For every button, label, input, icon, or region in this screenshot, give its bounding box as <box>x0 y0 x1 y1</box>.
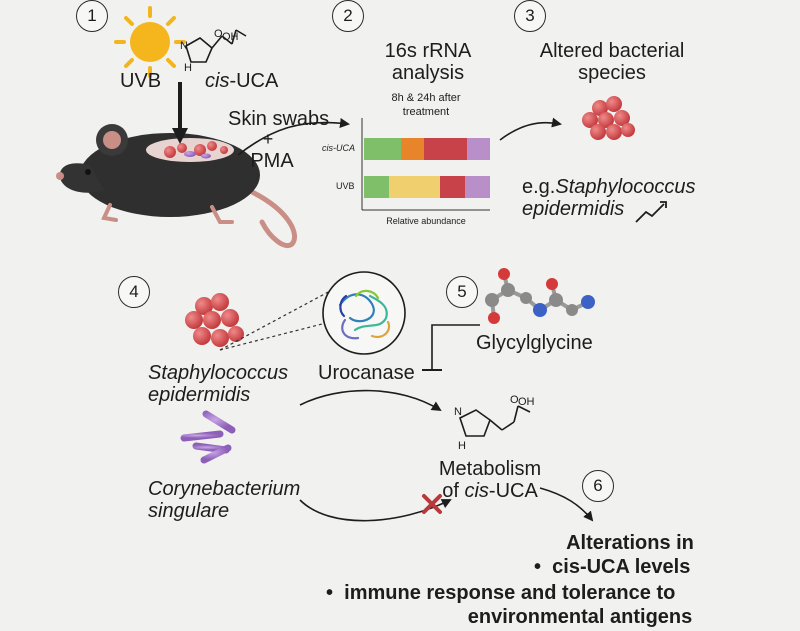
chart-bar-segment <box>467 138 490 160</box>
chem-oh-label-1: OH <box>222 31 239 43</box>
step-3-badge: 3 <box>514 0 546 32</box>
step-5-badge: 5 <box>446 276 478 308</box>
chart-title-line2: treatment <box>402 106 450 118</box>
rrna-title-line1: 16s rRNA <box>384 40 472 62</box>
coryne-label-line2: singulare <box>148 500 230 522</box>
staph-label-line2: epidermidis <box>148 384 251 406</box>
glycylglycine-label: Glycylglycine <box>476 332 593 354</box>
chart-bar-segment <box>464 176 490 198</box>
chem-h-label-2: H <box>458 440 466 452</box>
metabolism-line2: of cis-UCA <box>442 480 538 502</box>
chem-n-label-1: N <box>180 40 188 52</box>
chart-bar-segment <box>424 138 468 160</box>
chem-oh-label-2: OH <box>518 396 535 408</box>
step-1-badge: 1 <box>76 0 108 32</box>
altered-title-line1: Altered bacterial <box>539 40 685 62</box>
chart-bar-uvb <box>364 176 490 198</box>
chart-xlabel: Relative abundance <box>386 216 466 226</box>
metabolism-line1: Metabolism <box>438 458 542 480</box>
urocanase-label: Urocanase <box>318 362 415 384</box>
rrna-title-line2: analysis <box>391 62 465 84</box>
staph-label-line1: Staphylococcus <box>148 362 289 384</box>
arrow-to-analysis <box>237 118 350 156</box>
mouse-illustration <box>56 124 298 248</box>
skin-swabs-label: Skin swabs <box>228 108 330 130</box>
chart-title-line1: 8h & 24h after <box>391 92 461 104</box>
cis-uca-label: cis-UCA <box>205 70 279 92</box>
arrow-coryne-blocked <box>299 499 452 522</box>
cis-uca-molecule-icon-2 <box>459 405 531 437</box>
corynebacterium-icon <box>176 410 236 464</box>
chem-h-label-1: H <box>184 62 192 74</box>
cis-uca-molecule-icon <box>185 29 247 63</box>
chem-n-label-2: N <box>454 406 462 418</box>
staphylococcus-cluster-icon <box>582 96 635 140</box>
chart-bar-segment <box>389 176 440 198</box>
alterations-bullet-2-line2: environmental antigens <box>467 606 693 628</box>
inhibition-line <box>431 324 480 370</box>
step-2-badge: 2 <box>332 0 364 32</box>
relative-abundance-chart <box>361 118 490 211</box>
chart-bar-segment <box>364 176 390 198</box>
chart-category-uvb: UVB <box>336 181 355 191</box>
staphylococcus-cluster-icon-2 <box>185 293 244 347</box>
chem-o-label-1: O <box>214 28 223 40</box>
arrow-to-altered <box>499 117 562 141</box>
eg-staph-line2: epidermidis <box>522 198 625 220</box>
chart-bar-cis-uca <box>364 138 490 160</box>
chart-bar-segment <box>439 176 465 198</box>
sun-icon <box>114 6 186 78</box>
arrow-staph-to-metabolism <box>299 389 442 412</box>
eg-staph-line1: e.g.Staphylococcus <box>522 176 696 198</box>
altered-title-line2: species <box>578 62 646 84</box>
glycylglycine-molecule-icon <box>485 268 595 324</box>
arrow-to-alterations <box>539 487 594 522</box>
coryne-label-line1: Corynebacterium <box>148 478 301 500</box>
chem-o-label-2: O <box>510 394 519 406</box>
urocanase-protein-icon <box>322 271 406 355</box>
pma-label: PMA <box>250 150 294 172</box>
alterations-bullet-2-line1: • immune response and tolerance to <box>326 582 676 604</box>
chart-bar-segment <box>364 138 401 160</box>
trend-up-icon <box>635 203 665 223</box>
alterations-title: Alterations in <box>566 532 694 554</box>
alterations-bullet-1: • cis-UCA levels <box>534 556 691 578</box>
chart-bar-segment <box>400 138 425 160</box>
chart-category-cis-uca: cis-UCA <box>322 143 355 153</box>
uvb-label: UVB <box>120 70 162 92</box>
step-4-badge: 4 <box>118 276 150 308</box>
block-cross-icon <box>422 494 442 514</box>
plus-label: + <box>262 129 274 149</box>
step-6-badge: 6 <box>582 470 614 502</box>
